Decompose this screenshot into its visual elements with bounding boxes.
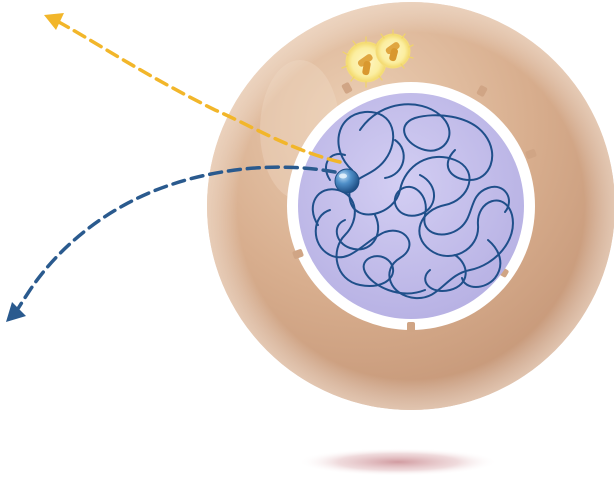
chromatin [311,103,514,300]
yellow-export-arrow [53,18,342,164]
centrosome [341,29,414,88]
nuclear-pore [292,249,304,259]
nuclear-pore [407,322,415,332]
nuclear-pore [476,85,488,97]
nuclear-pore [525,149,537,159]
blue-arrow-head [6,302,26,322]
centrosome-right [375,29,414,69]
export-protein [334,168,360,194]
nucleus [298,93,524,319]
yellow-arrow-head [44,13,64,30]
nuclear-pore [341,82,353,94]
blue-export-arrow [10,165,337,320]
cell-shadow [298,448,498,476]
